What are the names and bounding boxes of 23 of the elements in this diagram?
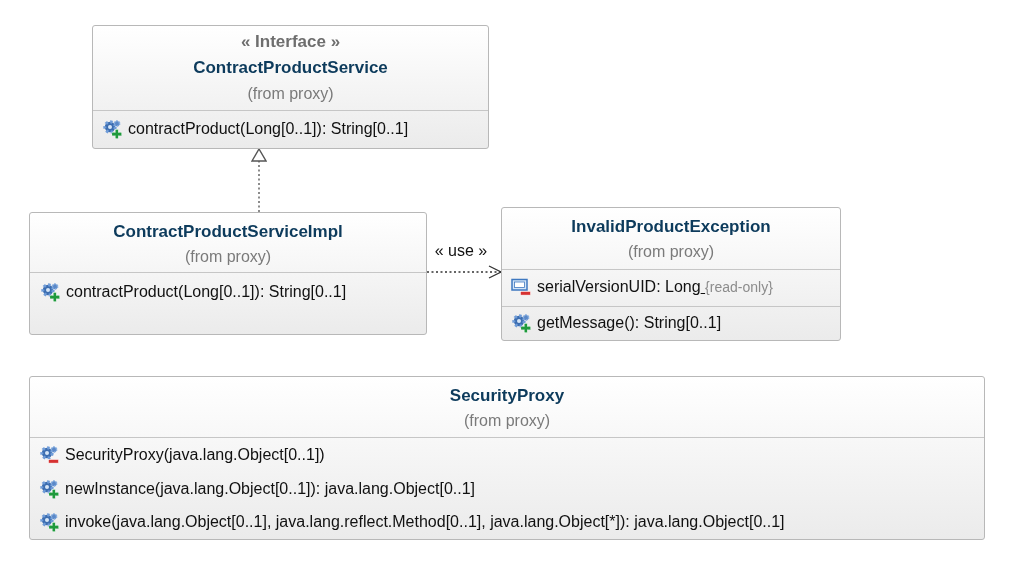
realization-arrow	[251, 148, 267, 213]
attribute-signature: serialVersionUID: Long	[537, 277, 701, 297]
package-label: (from proxy)	[247, 84, 334, 104]
class-name: InvalidProductException	[571, 217, 771, 237]
property-modifier: {read-only}	[705, 278, 773, 297]
method-signature: contractProduct(Long[0..1]): String[0..1]	[66, 282, 347, 302]
class-box	[29, 376, 985, 540]
method-signature: invoke(java.lang.Object[0..1], java.lang.reflect.Method[0..1], java.lang.Object[*]): java.lang.Object[0..1]	[65, 512, 785, 532]
method-signature: newInstance(java.lang.Object[0..1]): java.lang.Object[0..1]	[65, 479, 475, 499]
package-label: (from proxy)	[463, 411, 551, 431]
package-label: (from proxy)	[627, 242, 715, 262]
class-box	[501, 207, 841, 341]
method-signature: SecurityProxy(java.lang.Object[0..1])	[65, 445, 325, 465]
method-signature: getMessage(): String[0..1]	[537, 313, 722, 333]
dependency-arrow	[426, 265, 502, 279]
class-name: ContractProductService	[193, 58, 388, 78]
class-box	[92, 25, 489, 149]
class-name: ContractProductServiceImpl	[113, 222, 343, 242]
method-signature: contractProduct(Long[0..1]): String[0..1]	[128, 119, 409, 139]
class-name: SecurityProxy	[449, 386, 565, 406]
package-label: (from proxy)	[184, 247, 272, 267]
stereotype-label: « Interface »	[240, 32, 341, 52]
class-box	[29, 212, 427, 335]
